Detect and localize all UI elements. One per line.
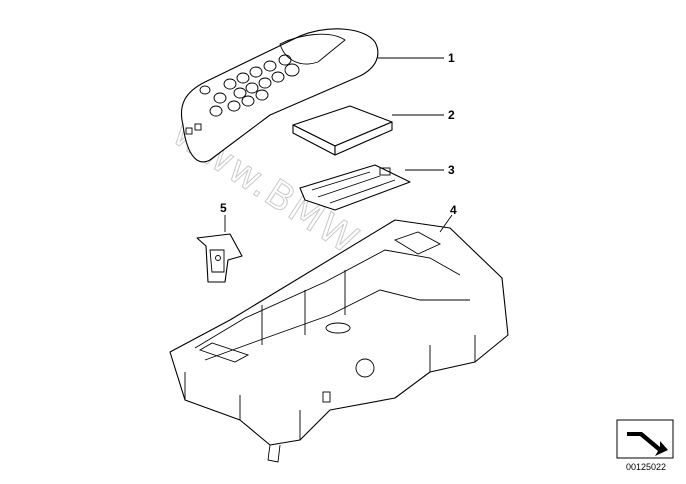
leader-4 (439, 214, 453, 233)
document-number: 00125022 (626, 462, 666, 472)
part-5-clip[interactable] (196, 233, 243, 283)
callout-5[interactable]: 5 (220, 201, 227, 215)
callout-3[interactable]: 3 (448, 163, 455, 177)
part-4-console-tray[interactable] (169, 219, 509, 463)
part-1-handset[interactable] (180, 28, 379, 163)
part-2-battery[interactable] (292, 105, 393, 156)
callout-4[interactable]: 4 (450, 203, 457, 217)
part-3-battery-cover[interactable] (299, 164, 411, 211)
callout-2[interactable]: 2 (448, 108, 455, 122)
direction-arrow-icon[interactable] (616, 419, 674, 459)
callout-1[interactable]: 1 (448, 51, 455, 65)
